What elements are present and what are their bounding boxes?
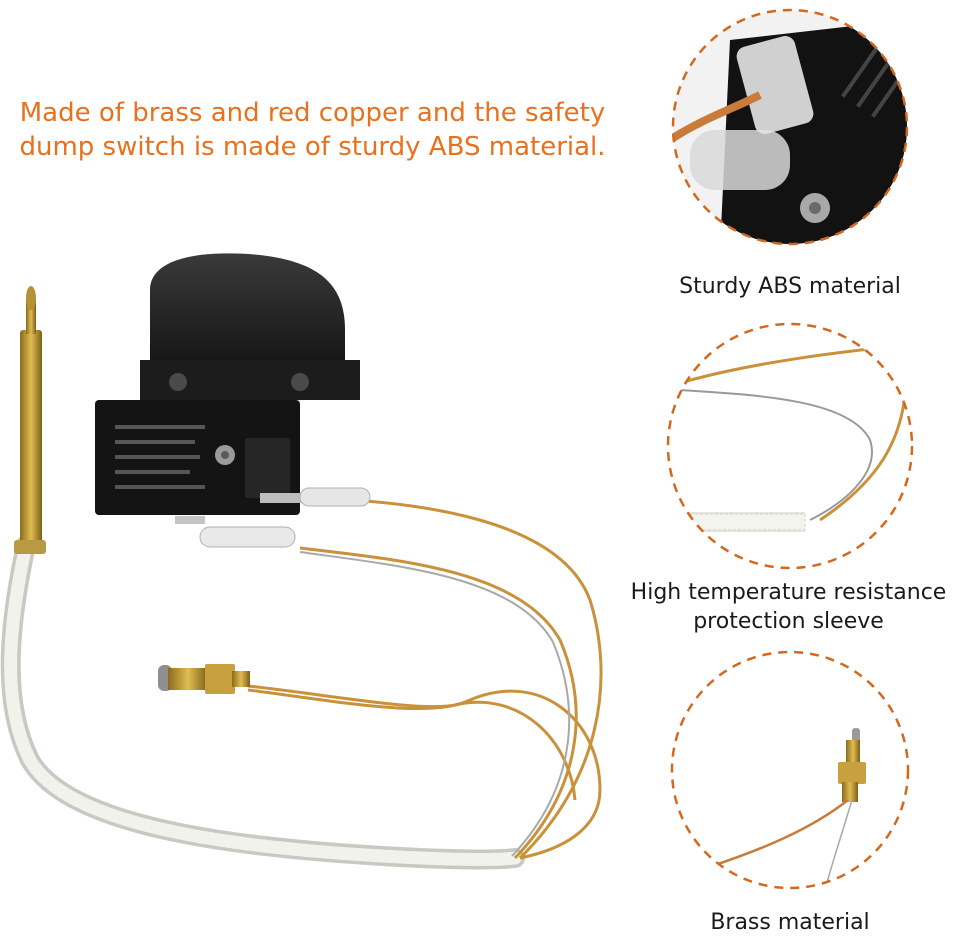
headline-line-2: dump switch is made of sturdy ABS materi… [19,132,606,162]
brass-fitting [158,664,250,694]
caption-line: protection sleeve [693,609,884,634]
detail-circle-sleeve [666,322,914,570]
caption-brass-material: Brass material [660,908,920,937]
copper-wires [247,496,603,860]
detail-circle-switch [671,8,909,246]
caption-abs-material: Sturdy ABS material [640,272,940,301]
brass-probe [20,330,42,550]
caption-protection-sleeve: High temperature resistance protection s… [614,578,963,636]
safety-dump-switch [95,253,371,548]
protection-sleeve [0,535,525,870]
thermocouple-assembly [0,253,603,870]
caption-line: Sturdy ABS material [679,274,901,299]
caption-line: High temperature resistance [630,580,947,605]
headline: Made of brass and red copper and the saf… [0,96,625,164]
headline-line-1: Made of brass and red copper and the saf… [19,98,606,128]
detail-circle-brass [670,650,910,890]
caption-line: Brass material [710,910,870,935]
